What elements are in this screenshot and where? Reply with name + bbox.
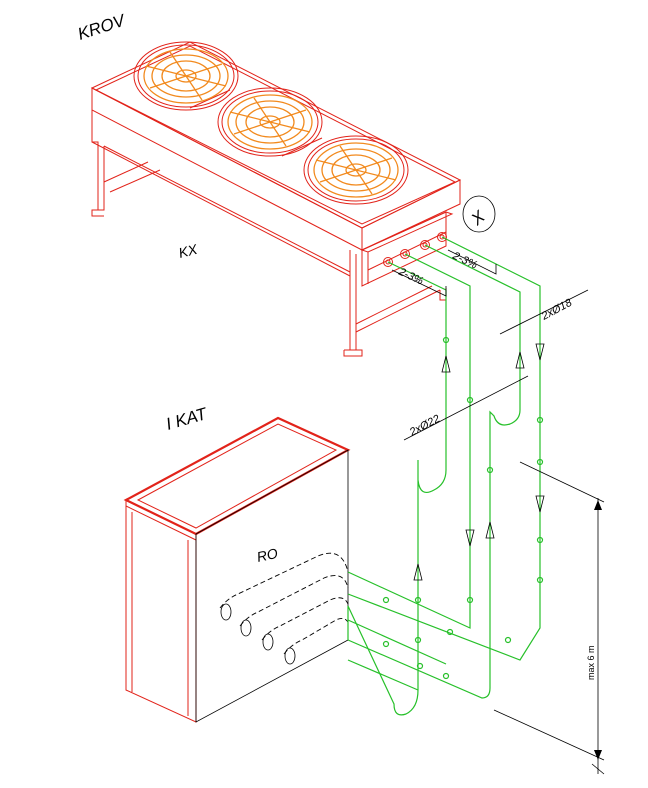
fan-1-icon [133,41,239,111]
fan-3-icon [303,135,409,205]
port-icons [383,232,447,267]
condenser-label: KX [177,241,200,261]
slope-right-label: 2-3% [450,249,479,271]
condenser-unit [90,41,462,357]
floor-label: I KAT [164,404,210,434]
pipe-small-diameter-label: 2xØ18 [539,296,575,323]
piping-network [347,236,545,716]
fan-2-icon [217,87,323,157]
pipe-large-diameter-label: 2xØ22 [407,413,442,439]
detail-x-label: X [467,207,489,230]
slope-left-label: 2-3% [396,265,425,287]
indoor-unit [123,416,351,723]
annotations [391,195,605,775]
pipe-fittings [382,336,544,680]
indoor-unit-label: RO [255,545,279,565]
coil-tubes [219,552,349,665]
flow-arrow-icons [413,343,545,581]
height-limit-label: max 6 m [586,645,596,680]
roof-label: KROV [75,10,128,43]
